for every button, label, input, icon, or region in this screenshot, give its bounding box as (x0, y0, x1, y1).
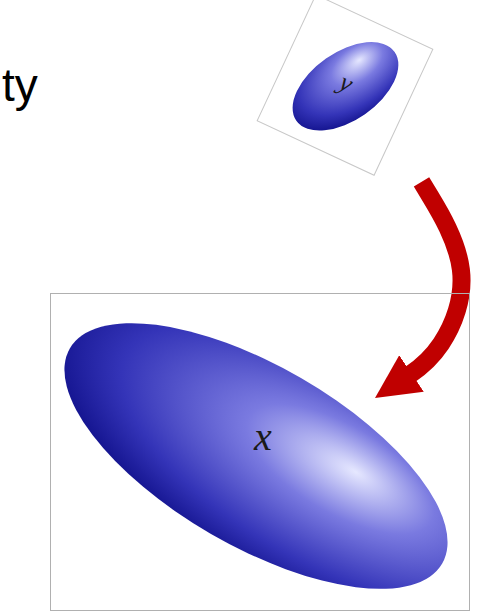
variable-label: x (254, 413, 272, 460)
heading-fragment: ty (2, 58, 38, 112)
ellipsoid-panel: x (50, 293, 470, 611)
ellipsoid (51, 294, 469, 610)
ellipsoid (277, 24, 414, 149)
ellipsoid-panel: y (257, 0, 434, 176)
curved-arrow (403, 182, 461, 379)
